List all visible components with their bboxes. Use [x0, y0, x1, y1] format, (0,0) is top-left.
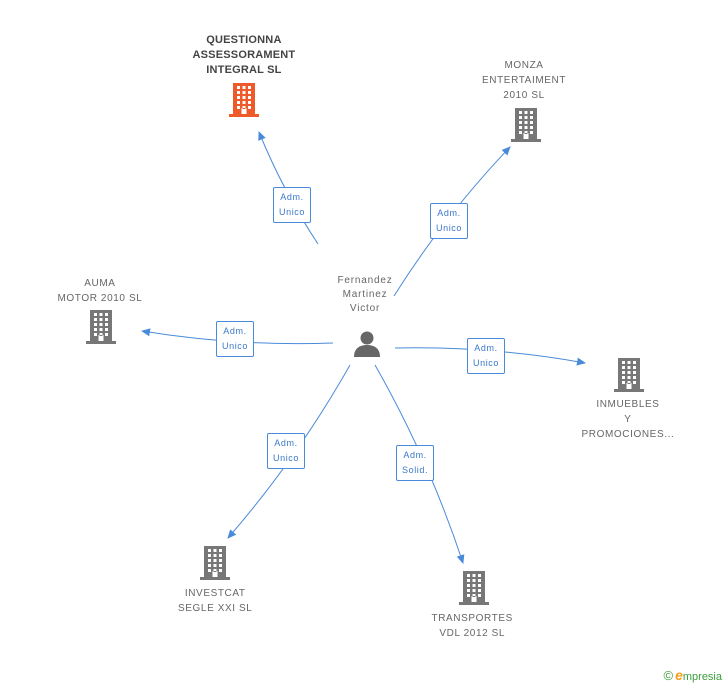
company-name-line: INMUEBLES — [596, 399, 660, 410]
relation-text: Adm. — [274, 438, 298, 448]
relation-text: Adm. — [280, 192, 304, 202]
company-name-investcat[interactable]: INVESTCAT SEGLE XXI SL — [178, 586, 252, 616]
copyright-icon: © — [663, 668, 674, 683]
relation-text: Unico — [279, 207, 306, 217]
relation-text: Unico — [222, 341, 249, 351]
company-name-line: SEGLE XXI SL — [178, 603, 253, 614]
company-name-line: PROMOCIONES... — [581, 429, 675, 440]
person-name-line: Victor — [349, 303, 381, 314]
company-name-line: ASSESSORAMENT — [192, 49, 296, 61]
relation-text: Adm. — [403, 450, 427, 460]
company-name-questionna[interactable]: QUESTIONNA ASSESSORAMENT INTEGRAL SL — [193, 33, 296, 78]
building-icon[interactable] — [199, 546, 231, 580]
relation-badge-inmuebles[interactable]: Adm. Unico — [467, 338, 506, 374]
person-name[interactable]: Fernandez Martinez Victor — [324, 274, 406, 316]
company-name-line: MONZA — [504, 60, 544, 71]
relation-badge-investcat[interactable]: Adm. Unico — [267, 433, 306, 469]
relation-text: Adm. — [437, 208, 461, 218]
relation-badge-auma[interactable]: Adm. Unico — [216, 321, 255, 357]
brand-logo-text: mpresia — [682, 671, 722, 683]
relation-badge-questionna[interactable]: Adm. Unico — [273, 187, 312, 223]
person-icon[interactable] — [352, 329, 382, 359]
company-name-transportes[interactable]: TRANSPORTES VDL 2012 SL — [432, 611, 513, 641]
company-name-line: Y — [624, 414, 632, 425]
relation-text: Adm. — [474, 343, 498, 353]
building-icon[interactable] — [85, 310, 117, 344]
company-name-line: VDL 2012 SL — [439, 628, 506, 639]
company-name-line: 2010 SL — [503, 90, 545, 101]
company-name-auma[interactable]: AUMA MOTOR 2010 SL — [58, 276, 143, 306]
company-name-line: AUMA — [84, 278, 116, 289]
company-name-line: QUESTIONNA — [206, 34, 282, 46]
relation-badge-monza[interactable]: Adm. Unico — [430, 203, 469, 239]
company-name-line: MOTOR 2010 SL — [57, 293, 143, 304]
brand-logo-initial: e — [675, 667, 683, 683]
relation-badge-transportes[interactable]: Adm. Solid. — [396, 445, 435, 481]
person-name-line: Fernandez — [337, 275, 393, 286]
company-name-line: ENTERTAIMENT — [482, 75, 567, 86]
relation-text: Adm. — [223, 326, 247, 336]
relation-text: Unico — [436, 223, 463, 233]
building-icon[interactable] — [510, 108, 542, 142]
building-icon[interactable] — [613, 358, 645, 392]
company-name-line: INTEGRAL SL — [206, 64, 282, 76]
building-icon[interactable] — [228, 83, 260, 117]
relation-text: Solid. — [402, 465, 429, 475]
company-name-line: TRANSPORTES — [431, 613, 513, 624]
brand-footer[interactable]: ©empresia — [663, 667, 722, 683]
company-name-line: INVESTCAT — [184, 588, 246, 599]
relation-text: Unico — [273, 453, 300, 463]
company-name-monza[interactable]: MONZA ENTERTAIMENT 2010 SL — [482, 58, 566, 103]
relation-text: Unico — [473, 358, 500, 368]
building-icon[interactable] — [458, 571, 490, 605]
company-name-inmuebles[interactable]: INMUEBLES Y PROMOCIONES... — [582, 397, 675, 442]
person-name-line: Martinez — [342, 289, 388, 300]
